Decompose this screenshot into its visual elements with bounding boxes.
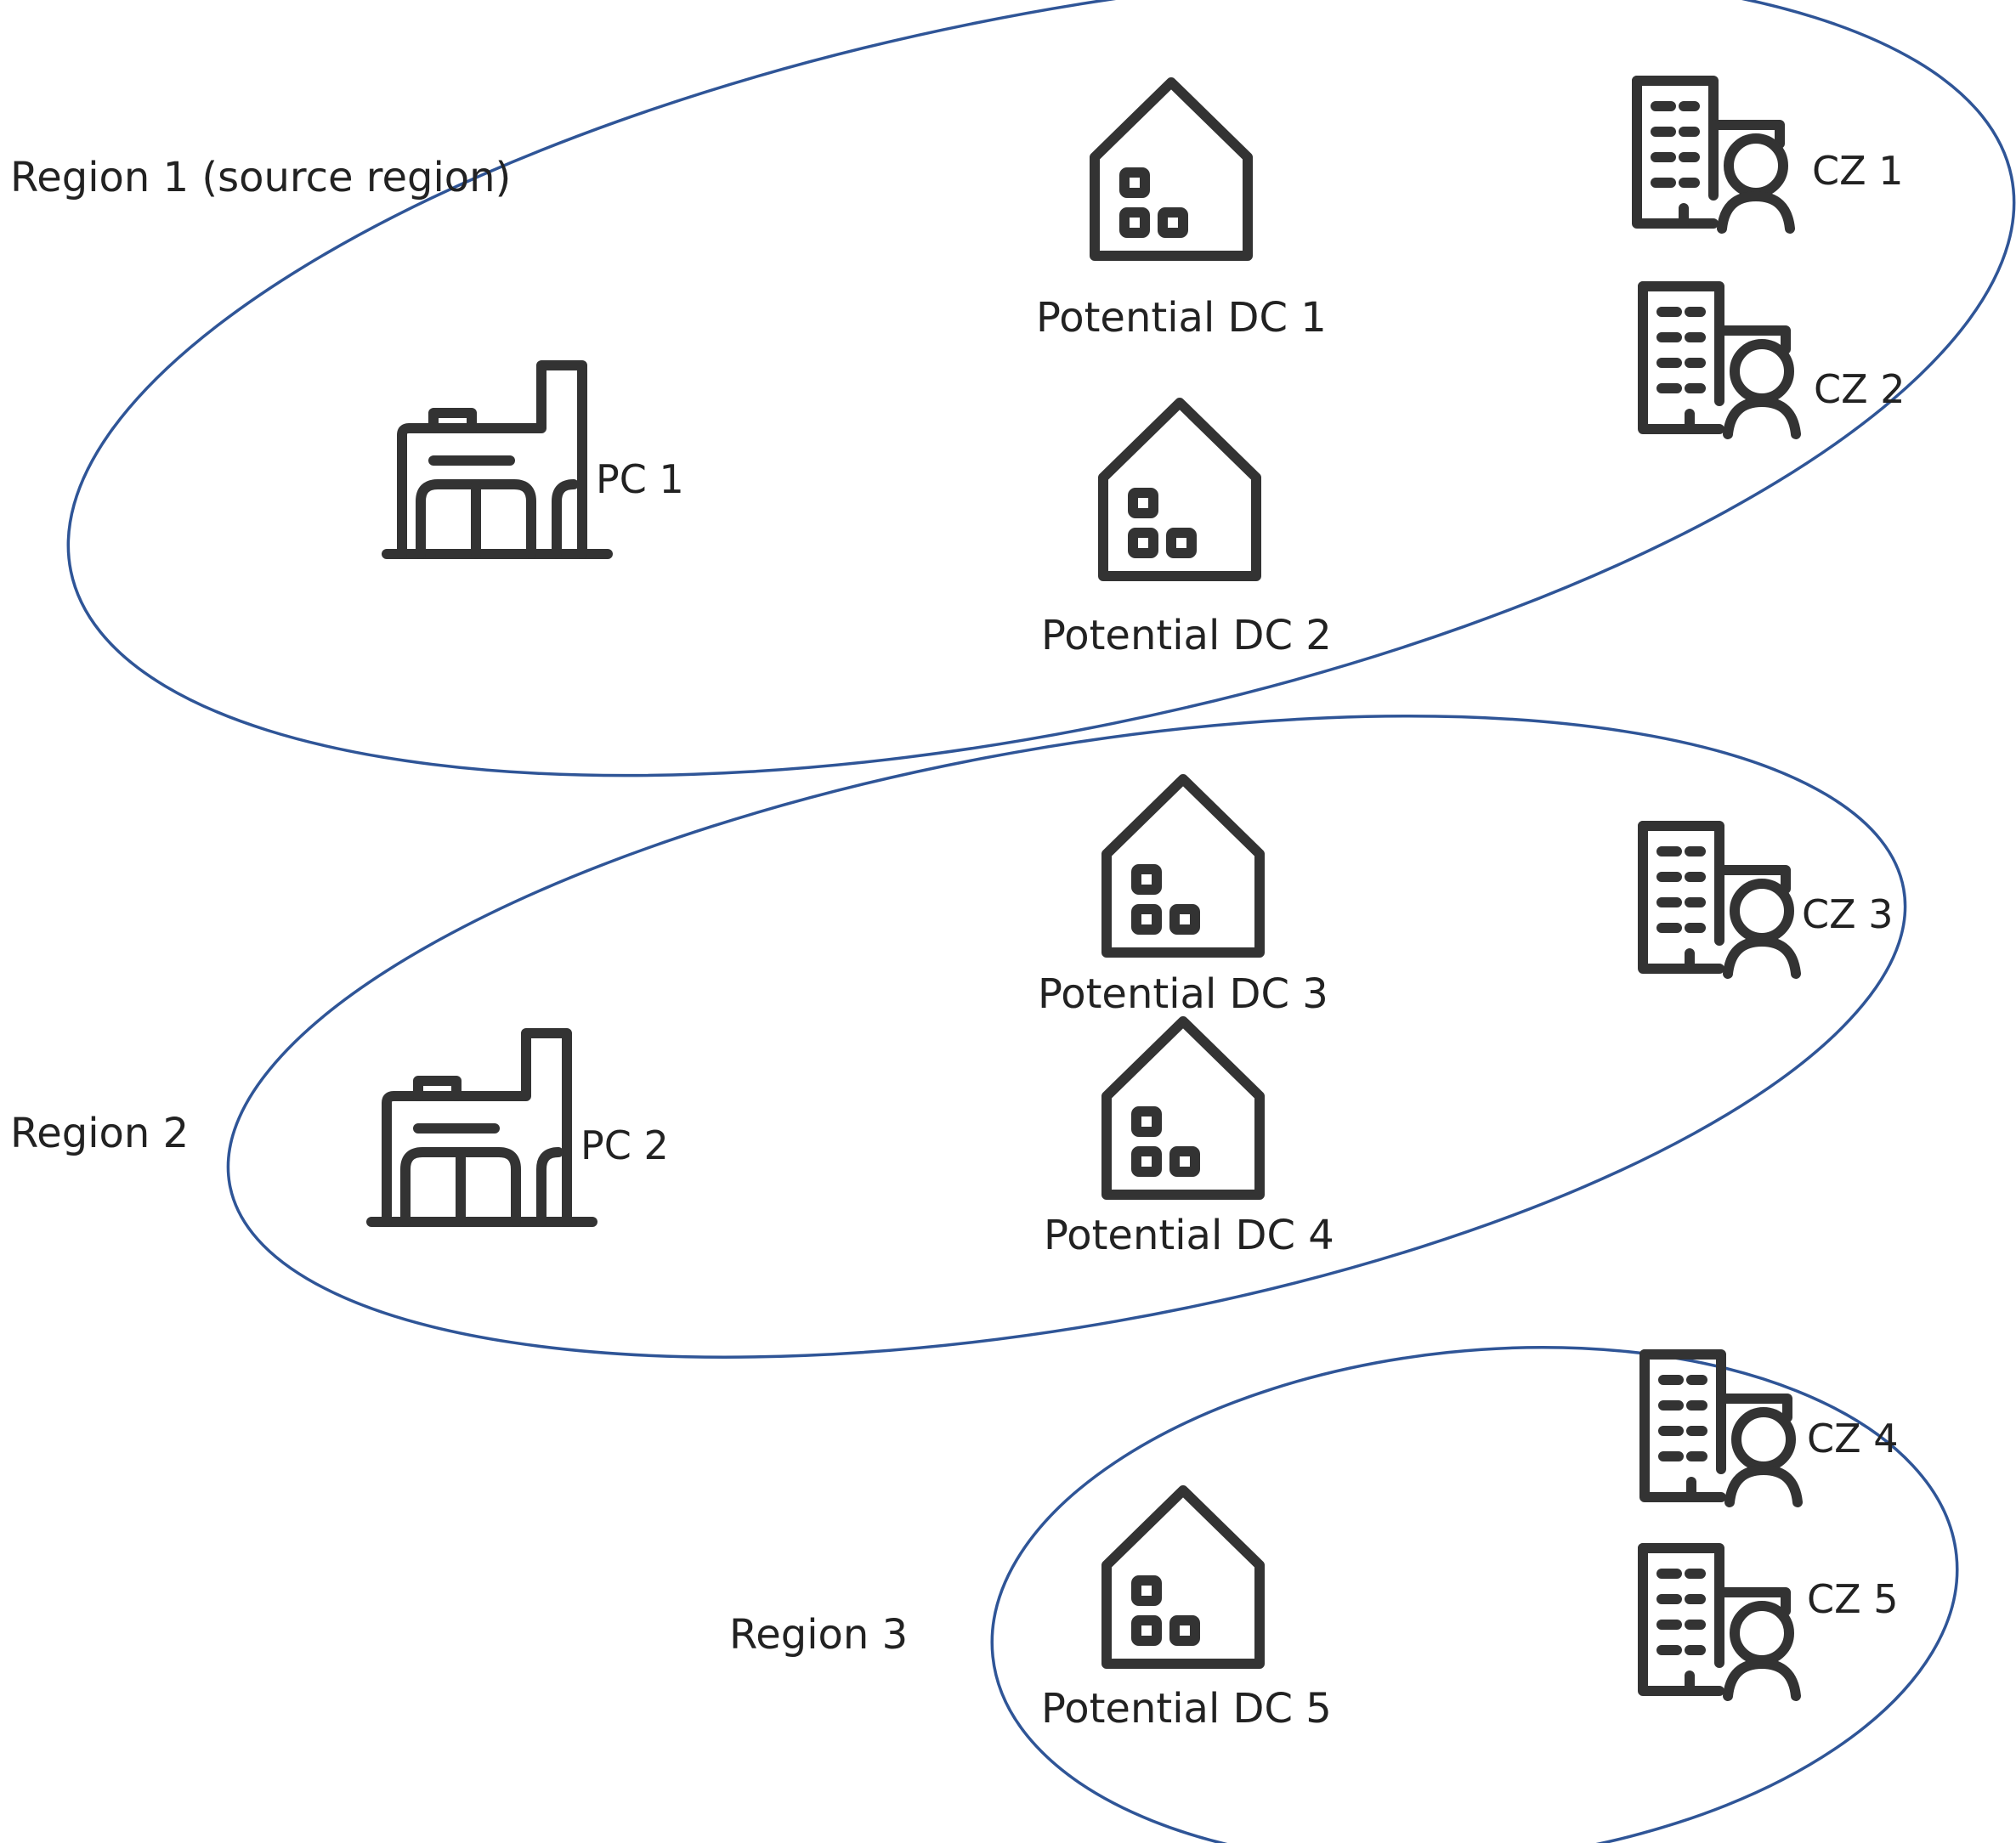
warehouse-icon	[1107, 1490, 1260, 1664]
region-1-outline	[66, 0, 2016, 777]
customer-zone-icon	[1645, 1354, 1798, 1502]
warehouse-icon	[1107, 779, 1260, 953]
warehouse-label: Potential DC 5	[1041, 1685, 1332, 1733]
customer-zone-label: CZ 1	[1812, 148, 1904, 194]
plant-label: PC 2	[580, 1122, 669, 1168]
factory-icon	[387, 365, 608, 554]
warehouse-icon	[1095, 82, 1248, 256]
region-label: Region 3	[729, 1611, 908, 1659]
warehouse-icon	[1107, 1021, 1260, 1195]
customer-zone-icon	[1637, 81, 1790, 229]
customer-zone-icon	[1643, 826, 1796, 974]
customer-zone-label: CZ 4	[1807, 1416, 1899, 1461]
region-3-outline	[990, 1346, 1959, 1843]
warehouse-label: Potential DC 2	[1041, 612, 1332, 659]
warehouse-icon	[1103, 403, 1256, 576]
customer-zone-label: CZ 2	[1814, 366, 1906, 412]
customer-zone-icon	[1643, 286, 1796, 434]
region-2-outline	[226, 715, 1907, 1359]
region-label: Region 1 (source region)	[10, 154, 511, 201]
plant-label: PC 1	[596, 456, 684, 502]
warehouse-label: Potential DC 3	[1038, 970, 1328, 1018]
customer-zone-icon	[1643, 1548, 1796, 1696]
factory-icon	[371, 1033, 592, 1222]
warehouse-label: Potential DC 1	[1036, 294, 1327, 342]
warehouse-label: Potential DC 4	[1044, 1212, 1334, 1259]
customer-zone-label: CZ 3	[1802, 891, 1894, 937]
region-label: Region 2	[10, 1110, 189, 1157]
customer-zone-label: CZ 5	[1807, 1576, 1899, 1622]
